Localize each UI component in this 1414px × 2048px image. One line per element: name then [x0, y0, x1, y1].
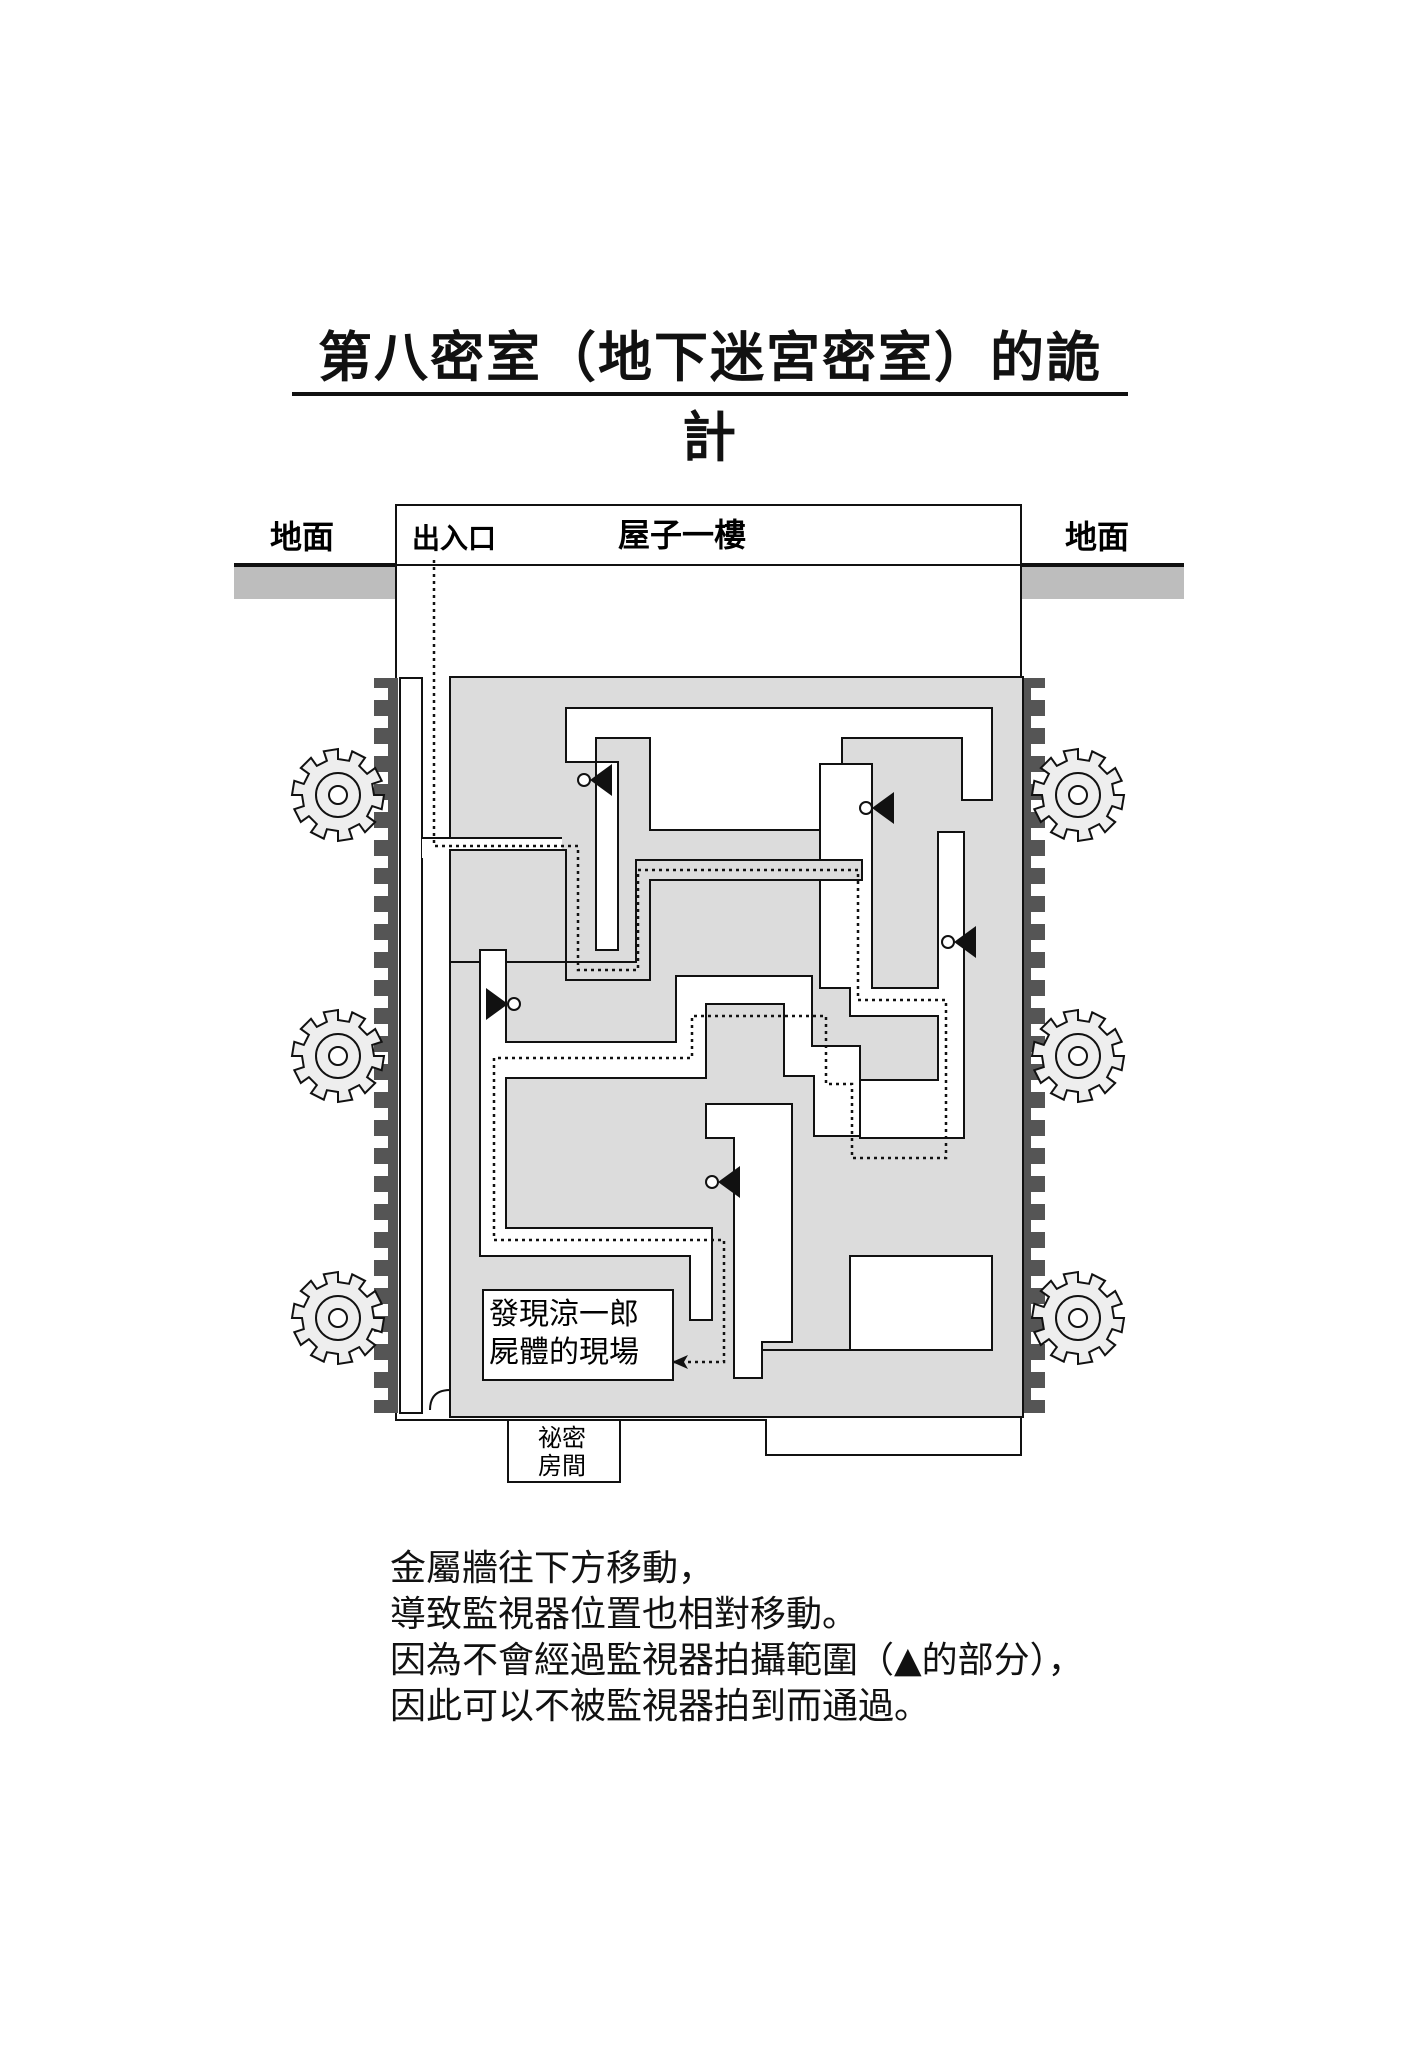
ground-left-label: 地面	[270, 518, 334, 556]
route-arrowhead	[672, 1355, 688, 1369]
body-found-label-line1: 發現涼一郎	[489, 1297, 639, 1332]
camera-group	[486, 764, 976, 1198]
camera-icon	[941, 926, 976, 958]
secret-room	[507, 1419, 621, 1483]
route-path	[432, 560, 948, 1364]
secret-room-label-line2: 房間	[538, 1452, 586, 1480]
metal-wall-left	[374, 678, 398, 1413]
title-underline	[292, 392, 1128, 396]
secret-room-label-line1: 祕密	[538, 1424, 586, 1452]
caption-line: 導致監視器位置也相對移動。	[390, 1594, 859, 1635]
camera-icon	[486, 988, 521, 1020]
gear-icon	[1030, 747, 1126, 843]
caption-line: 因此可以不被監視器拍到而通過。	[390, 1686, 931, 1727]
gear-icon	[290, 1270, 386, 1366]
body-found-box	[482, 1289, 674, 1381]
camera-icon	[577, 764, 612, 796]
ground-left	[234, 563, 396, 599]
caption: 金屬牆往下方移動， 導致監視器位置也相對移動。 因為不會經過監視器拍攝範圍（▲的…	[390, 1546, 1290, 1730]
camera-icon	[859, 792, 894, 824]
entrance-label: 出入口	[412, 522, 496, 555]
ground-right	[1021, 563, 1184, 599]
first-floor-label: 屋子一樓	[618, 516, 746, 554]
gear-icon	[290, 747, 386, 843]
gear-icon	[290, 1008, 386, 1104]
page-title: 第八密室（地下迷宮密室）的詭計	[318, 326, 1102, 469]
body-found-label-line2: 屍體的現場	[489, 1335, 639, 1370]
camera-icon	[705, 1166, 740, 1198]
gear-icon	[1030, 1008, 1126, 1104]
house-first-floor	[395, 504, 1022, 678]
gear-group	[290, 747, 1126, 1366]
caption-line: 金屬牆往下方移動，	[390, 1548, 715, 1589]
caption-line: 因為不會經過監視器拍攝範圍（▲的部分），	[390, 1640, 1084, 1681]
gear-icon	[1030, 1270, 1126, 1366]
ground-right-label: 地面	[1065, 518, 1129, 556]
maze-passages	[449, 707, 993, 1379]
